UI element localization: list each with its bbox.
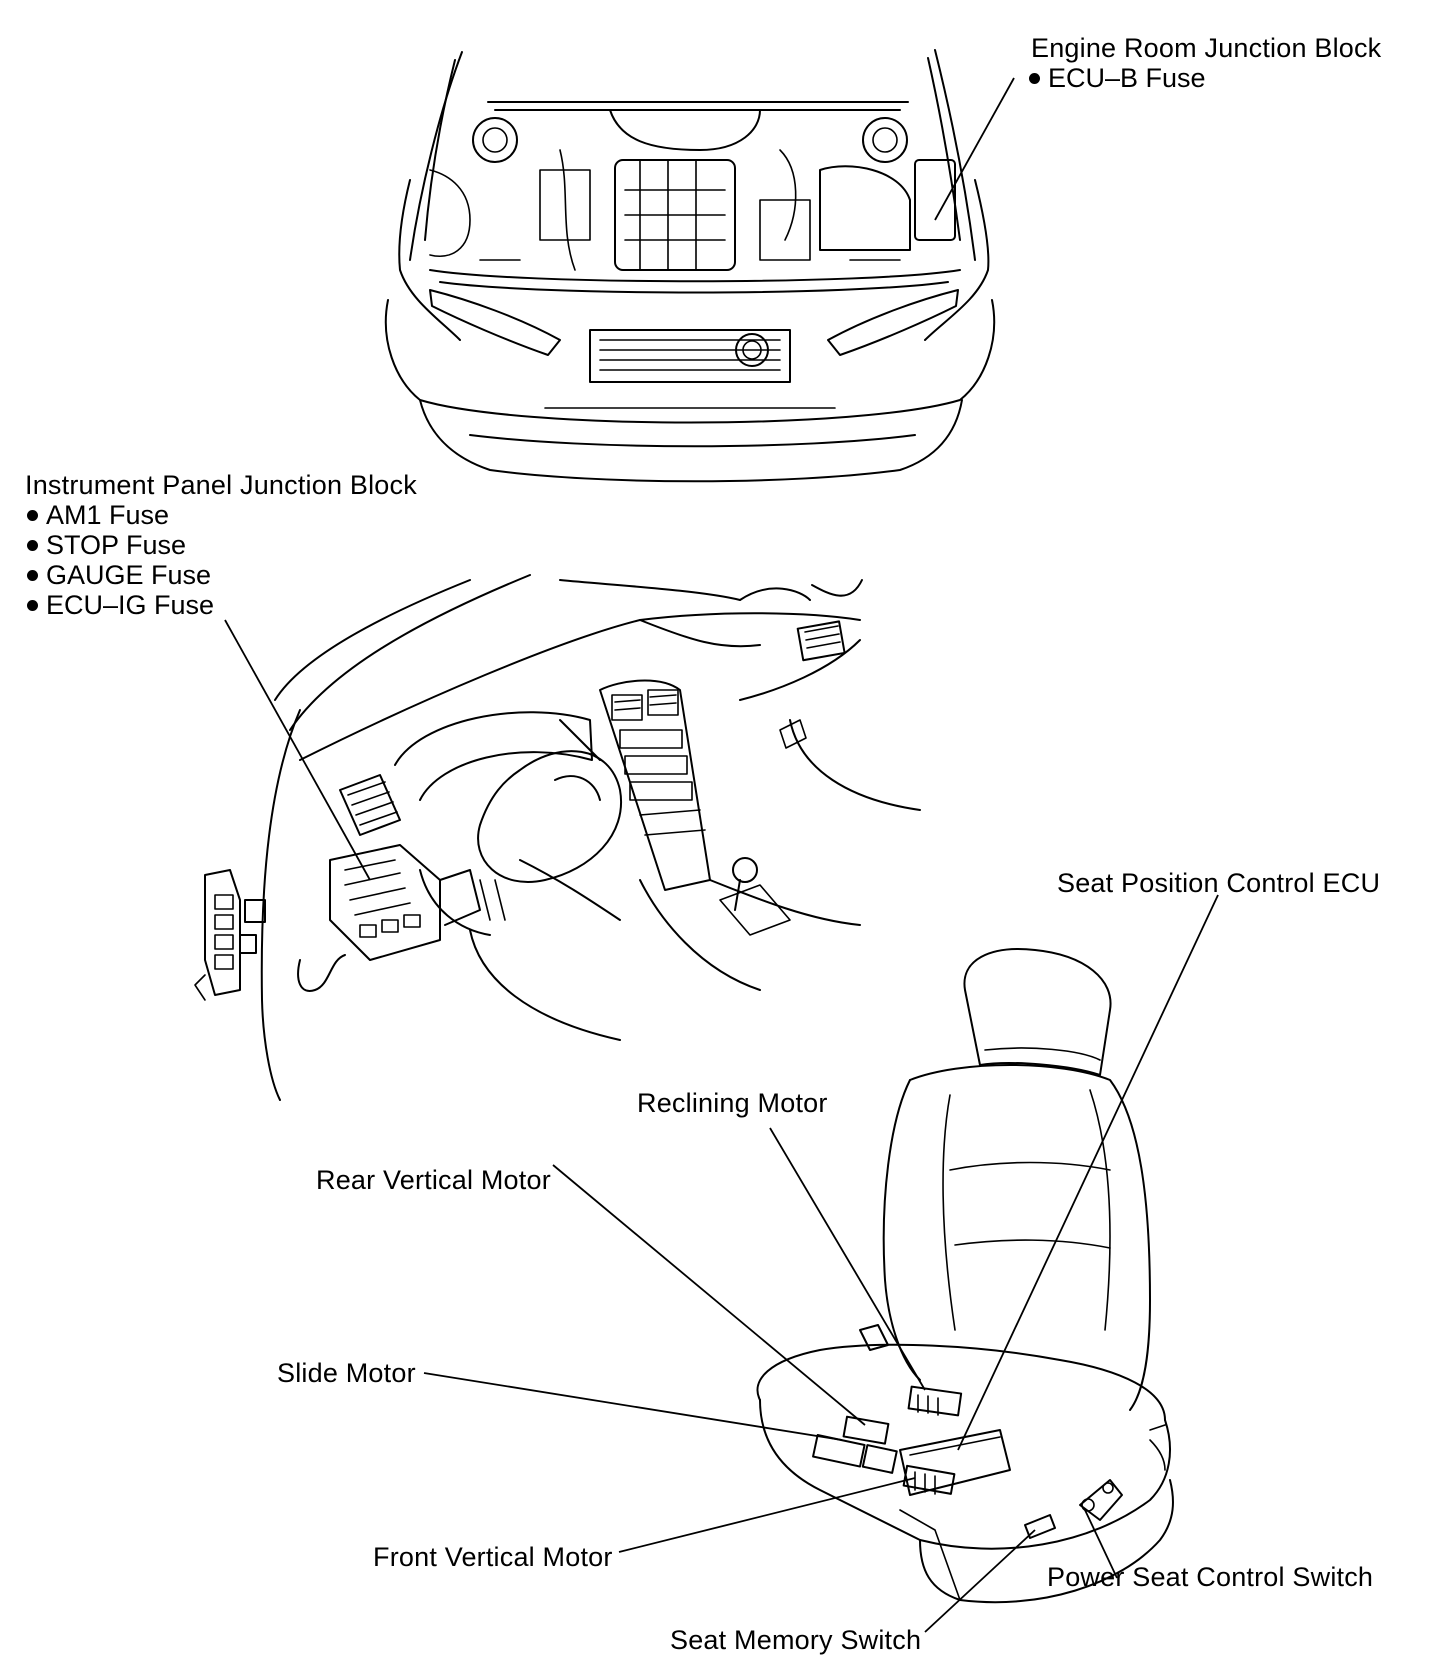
front-vertical-motor-label: Front Vertical Motor (373, 1542, 613, 1572)
slide-motor-label: Slide Motor (277, 1358, 416, 1388)
power-seat-icon (756, 948, 1174, 1604)
ecu-b-fuse-label: ECU–B Fuse (1048, 63, 1206, 93)
rear-vertical-motor-icon (842, 1415, 890, 1445)
leader-lines (224, 77, 1219, 1633)
junction-block-detail-icon (194, 869, 266, 1001)
slide-motor-icon (812, 1434, 898, 1474)
seat-memory-switch-label: Seat Memory Switch (670, 1625, 922, 1655)
bullet-icon (1029, 73, 1040, 84)
stop-fuse-label: STOP Fuse (46, 530, 187, 560)
seat-position-control-ecu-icon (899, 1429, 1011, 1496)
ecu-b-fuse-item: ECU–B Fuse (1029, 63, 1206, 93)
am1-fuse-label: AM1 Fuse (46, 500, 170, 530)
bullet-icon (27, 600, 38, 611)
instrument-panel-junction-block-icon (297, 844, 481, 992)
stop-fuse-item: STOP Fuse (27, 530, 186, 560)
power-seat-control-switch-icon (1079, 1479, 1123, 1521)
gauge-fuse-item: GAUGE Fuse (27, 560, 211, 590)
ecu-ig-fuse-label: ECU–IG Fuse (46, 590, 215, 620)
instrument-panel-junction-block-label: Instrument Panel Junction Block (25, 470, 417, 500)
instrument-panel-icon (194, 574, 921, 1101)
car-front-engine-bay-icon (384, 49, 996, 483)
reclining-motor-label: Reclining Motor (637, 1088, 828, 1118)
ecu-ig-fuse-item: ECU–IG Fuse (27, 590, 214, 620)
reclining-motor-icon (907, 1385, 963, 1417)
bullet-icon (27, 510, 38, 521)
front-vertical-motor-icon (902, 1464, 956, 1495)
bullet-icon (27, 540, 38, 551)
gauge-fuse-label: GAUGE Fuse (46, 560, 212, 590)
power-seat-control-switch-label: Power Seat Control Switch (1047, 1562, 1374, 1592)
seat-memory-switch-icon (1024, 1514, 1056, 1539)
engine-room-junction-block-label: Engine Room Junction Block (1031, 33, 1382, 63)
am1-fuse-item: AM1 Fuse (27, 500, 169, 530)
rear-vertical-motor-label: Rear Vertical Motor (316, 1165, 551, 1195)
seat-position-control-ecu-label: Seat Position Control ECU (1057, 868, 1381, 898)
bullet-icon (27, 570, 38, 581)
